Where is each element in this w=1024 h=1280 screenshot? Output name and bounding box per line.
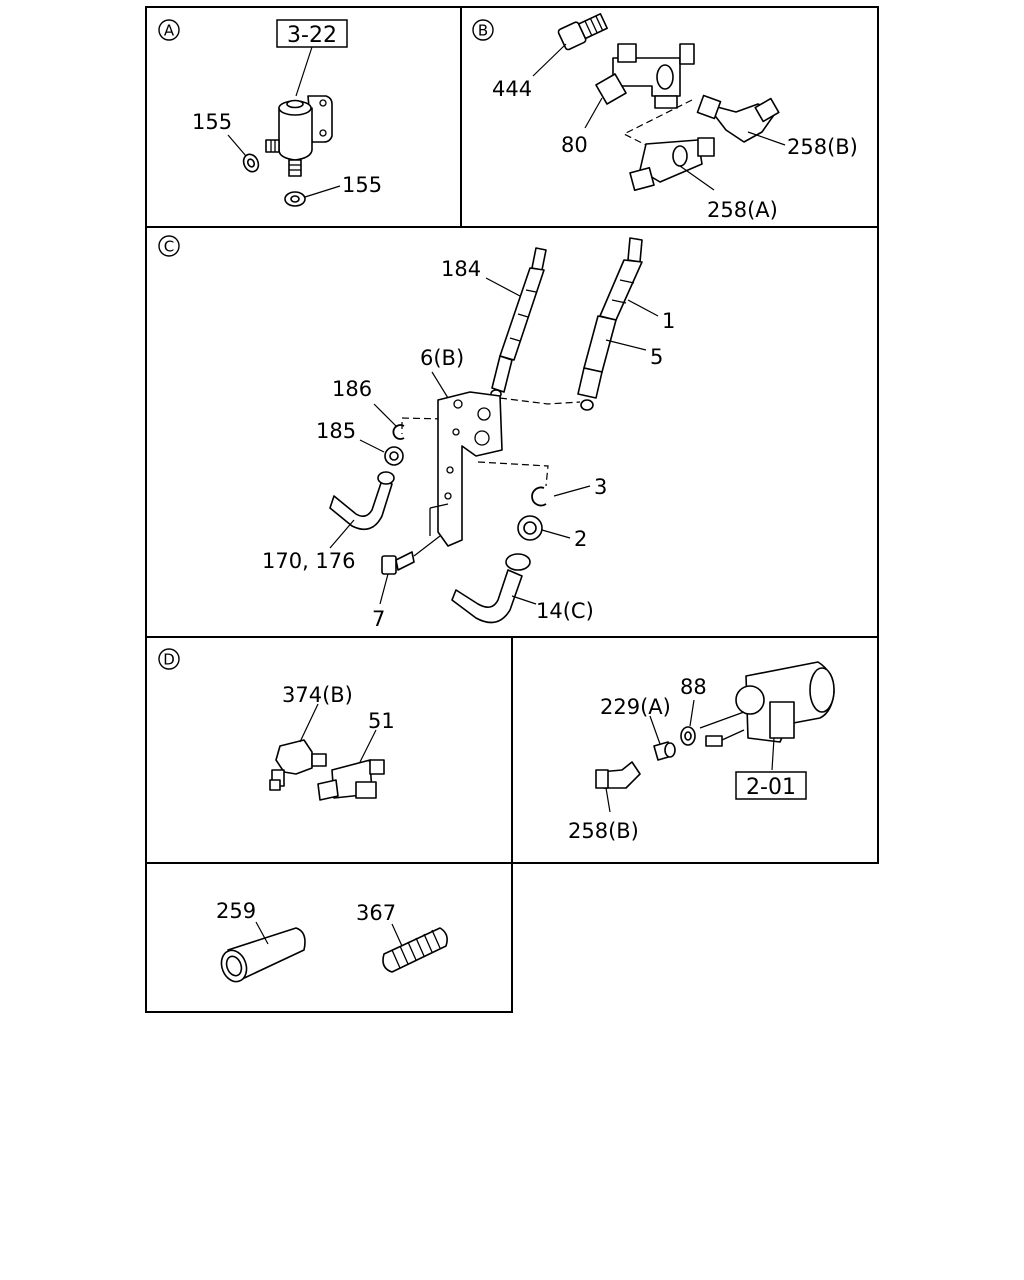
- snap-ring-186: [392, 424, 405, 440]
- nut-229a: [653, 741, 676, 761]
- section-marker-b: B: [472, 19, 494, 41]
- section-letter-a: A: [164, 22, 175, 40]
- panel-c-parts: 184 1 5: [262, 237, 675, 631]
- label-2: 2: [574, 527, 587, 551]
- label-3: 3: [594, 475, 607, 499]
- elbow-258b-bottom: [595, 761, 641, 789]
- section-marker-a: A: [158, 19, 180, 41]
- panel-e-parts: 2-01 88 229(A) 258(B): [568, 661, 835, 843]
- elbow-258b-top: [696, 94, 780, 143]
- hose-184: [490, 247, 547, 399]
- section-marker-d: D: [158, 648, 180, 670]
- label-6b: 6(B): [420, 346, 464, 370]
- label-14c: 14(C): [536, 599, 594, 623]
- label-185: 185: [316, 419, 356, 443]
- sleeve-259: [220, 927, 306, 983]
- fitting-5: [577, 315, 617, 411]
- section-letter-d: D: [163, 651, 175, 669]
- pipe-14c: [451, 553, 531, 624]
- ref-box-3-22: [276, 19, 348, 48]
- label-259: 259: [216, 899, 256, 923]
- label-155-upper: 155: [192, 110, 232, 134]
- hose-1: [599, 237, 643, 321]
- motor-assembly-2-01: [699, 661, 835, 747]
- label-1: 1: [662, 309, 675, 333]
- pipe-170-176: [329, 471, 395, 531]
- tee-union-80: [595, 43, 695, 109]
- section-letter-b: B: [478, 22, 488, 40]
- label-ref-3-22: 3-22: [287, 23, 337, 48]
- label-184: 184: [441, 257, 481, 281]
- label-80: 80: [561, 133, 588, 157]
- bolt-444: [557, 13, 608, 51]
- bolt-7: [381, 551, 415, 575]
- elbow-374b: [269, 739, 327, 791]
- label-ref-2-01: 2-01: [746, 775, 796, 800]
- bracket-6b: [429, 391, 503, 547]
- valve-assembly-3-22: [265, 95, 333, 177]
- spring-367: [382, 927, 448, 973]
- label-374b: 374(B): [282, 683, 353, 707]
- label-170-176: 170, 176: [262, 549, 356, 573]
- label-51: 51: [368, 709, 395, 733]
- label-258a: 258(A): [707, 198, 778, 222]
- panel-b-parts: 444 80 258(B) 258(A): [492, 13, 858, 222]
- label-258b-top: 258(B): [787, 135, 858, 159]
- label-444: 444: [492, 77, 532, 101]
- section-letter-c: C: [164, 238, 174, 256]
- label-155-lower: 155: [342, 173, 382, 197]
- panel-a-parts: 3-22 155 155: [192, 19, 382, 207]
- label-88: 88: [680, 675, 707, 699]
- tee-51: [317, 759, 385, 801]
- label-7: 7: [372, 607, 385, 631]
- panel-f-parts: 259 367: [216, 899, 448, 983]
- panel-d-parts: 374(B) 51: [269, 683, 395, 801]
- ref-box-2-01: [735, 771, 807, 800]
- label-367: 367: [356, 901, 396, 925]
- label-258b-bottom: 258(B): [568, 819, 639, 843]
- tee-258a: [629, 137, 715, 192]
- label-186: 186: [332, 377, 372, 401]
- section-marker-c: C: [158, 235, 180, 257]
- label-5: 5: [650, 345, 663, 369]
- label-229a: 229(A): [600, 695, 671, 719]
- panel-frames: [145, 6, 879, 1013]
- snap-ring-3: [531, 486, 547, 507]
